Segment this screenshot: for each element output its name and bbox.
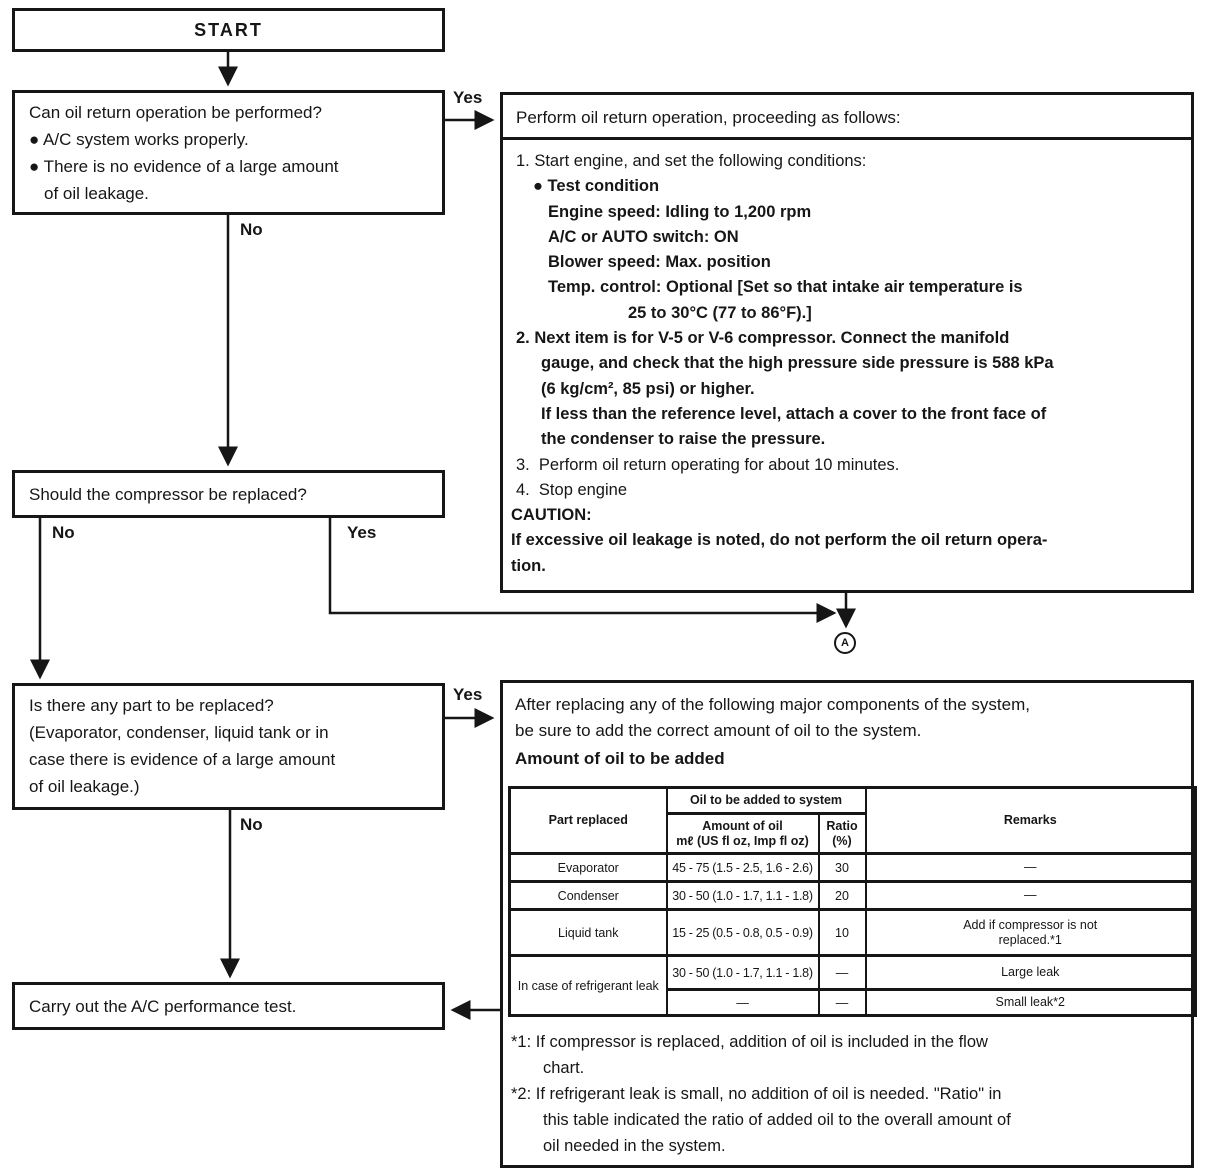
oil-intro: After replacing any of the following maj… (503, 692, 1030, 744)
table-header-part: Part replaced (508, 786, 668, 855)
cell-remarks: — (864, 852, 1197, 883)
cell-amount: 30 - 50 (1.0 - 1.7, 1.1 - 1.8) (665, 954, 820, 991)
cell-part: Condenser (508, 880, 668, 911)
cell-remarks: Add if compressor is not replaced.*1 (864, 908, 1197, 957)
flow-node-final: Carry out the A/C performance test. (12, 982, 445, 1030)
branch-label-q2-no: No (52, 523, 75, 542)
text-line: 4. Stop engine (516, 480, 628, 499)
cell-remarks: Small leak*2 (864, 988, 1197, 1017)
oil-amount-table: Part replaced Oil to be added to system … (508, 786, 1197, 1017)
cell-part: In case of refrigerant leak (508, 954, 668, 1017)
cell-ratio: 10 (817, 908, 867, 957)
flow-node-q2: Should the compressor be replaced? (12, 470, 445, 518)
text-line: 2. Next item is for V-5 or V-6 compresso… (516, 329, 1010, 348)
table-row-refrigerant-leak-small: — — Small leak*2 (510, 988, 1197, 1017)
text-line: oil needed in the system. (543, 1137, 726, 1155)
procedure-header: Perform oil return operation, proceeding… (503, 95, 1191, 140)
q1-text: Can oil return operation be performed? ● … (15, 93, 442, 207)
table-header-remarks: Remarks (864, 786, 1197, 855)
cell-amount: 30 - 50 (1.0 - 1.7, 1.1 - 1.8) (665, 880, 820, 911)
text-line: 25 to 30°C (77 to 86°F).] (628, 303, 812, 322)
cell-amount: 15 - 25 (0.5 - 0.8, 0.5 - 0.9) (665, 908, 820, 957)
text-line: Is there any part to be replaced? (29, 696, 274, 715)
ratio-header-line2: (%) (832, 833, 852, 848)
text-line: 3. Perform oil return operating for abou… (516, 455, 900, 474)
text-line: ● Test condition (533, 177, 660, 196)
branch-label-q2-yes: Yes (347, 523, 377, 542)
branch-label-q3-yes: Yes (453, 685, 483, 704)
text-line: tion. (511, 556, 546, 575)
text-line: be sure to add the correct amount of oil… (515, 721, 922, 740)
table-header-ratio: Ratio (%) (817, 812, 867, 855)
text-line: chart. (543, 1059, 585, 1077)
flow-node-oil-amounts: After replacing any of the following maj… (500, 680, 1197, 1168)
cell-amount: — (665, 988, 820, 1017)
arrow-q2-yes (328, 518, 837, 623)
oil-table-title: Amount of oil to be added (515, 749, 725, 768)
cell-part: Liquid tank (508, 908, 668, 957)
text-line: A/C or AUTO switch: ON (548, 227, 739, 246)
flow-node-procedure: Perform oil return operation, proceeding… (500, 92, 1194, 593)
text-line: gauge, and check that the high pressure … (541, 354, 1054, 373)
connector-a: A (834, 632, 856, 654)
text-line: ● A/C system works properly. (29, 130, 249, 149)
text-line: After replacing any of the following maj… (515, 695, 1030, 714)
text-line: If less than the reference level, attach… (541, 404, 1047, 423)
final-text: Carry out the A/C performance test. (29, 997, 297, 1016)
text-line: *2: If refrigerant leak is small, no add… (511, 1085, 1002, 1103)
text-line: Engine speed: Idling to 1,200 rpm (548, 202, 812, 221)
cell-part: Evaporator (508, 852, 668, 883)
text-line: case there is evidence of a large amount (29, 750, 336, 769)
amount-header-line2: mℓ (US fl oz, Imp fl oz) (676, 833, 809, 848)
text-line: Temp. control: Optional [Set so that int… (548, 278, 1023, 297)
ratio-header-line1: Ratio (826, 818, 858, 833)
text-line: the condenser to raise the pressure. (541, 430, 826, 449)
text-line: of oil leakage.) (29, 777, 140, 796)
branch-label-q1-yes: Yes (453, 88, 483, 107)
q2-text: Should the compressor be replaced? (29, 485, 307, 504)
text-line: Blower speed: Max. position (548, 253, 771, 272)
text-line: CAUTION: (511, 506, 592, 525)
flow-node-q3: Is there any part to be replaced? (Evapor… (12, 683, 445, 810)
text-line: 1. Start engine, and set the following c… (516, 152, 867, 170)
text-line: Can oil return operation be performed? (29, 103, 322, 122)
text-line: (Evaporator, condenser, liquid tank or i… (29, 723, 329, 742)
text-line: *1: If compressor is replaced, addition … (511, 1033, 988, 1051)
table-row-refrigerant-leak-large: In case of refrigerant leak 30 - 50 (1.0… (508, 954, 1197, 1017)
procedure-steps: 1. Start engine, and set the following c… (503, 140, 1191, 579)
cell-ratio: — (817, 988, 867, 1017)
text-line: ● There is no evidence of a large amount (29, 157, 339, 176)
cell-amount: 45 - 75 (1.5 - 2.5, 1.6 - 2.6) (665, 852, 820, 883)
flow-node-q1: Can oil return operation be performed? ● … (12, 90, 445, 215)
branch-label-q3-no: No (240, 815, 263, 834)
text-line: this table indicated the ratio of added … (543, 1111, 1011, 1129)
table-footnotes: *1: If compressor is replaced, addition … (503, 1029, 1011, 1159)
table-header-oil-group: Oil to be added to system (665, 786, 867, 815)
flow-node-start: START (12, 8, 445, 52)
table-row-liquid-tank: Liquid tank 15 - 25 (0.5 - 0.8, 0.5 - 0.… (508, 908, 1197, 957)
table-row-condenser: Condenser 30 - 50 (1.0 - 1.7, 1.1 - 1.8)… (508, 880, 1197, 911)
cell-ratio: — (817, 954, 867, 991)
amount-header-line1: Amount of oil (702, 818, 783, 833)
table-row-evaporator: Evaporator 45 - 75 (1.5 - 2.5, 1.6 - 2.6… (508, 852, 1197, 883)
cell-remarks: — (864, 880, 1197, 911)
text-line: (6 kg/cm², 85 psi) or higher. (541, 379, 755, 398)
table-header-amount: Amount of oil mℓ (US fl oz, Imp fl oz) (665, 812, 820, 855)
q3-text: Is there any part to be replaced? (Evapor… (15, 686, 442, 800)
branch-label-q1-no: No (240, 220, 263, 239)
text-line: If excessive oil leakage is noted, do no… (511, 531, 1048, 550)
cell-ratio: 30 (817, 852, 867, 883)
cell-remarks: Large leak (864, 954, 1197, 991)
cell-ratio: 20 (817, 880, 867, 911)
text-line: of oil leakage. (44, 184, 149, 203)
